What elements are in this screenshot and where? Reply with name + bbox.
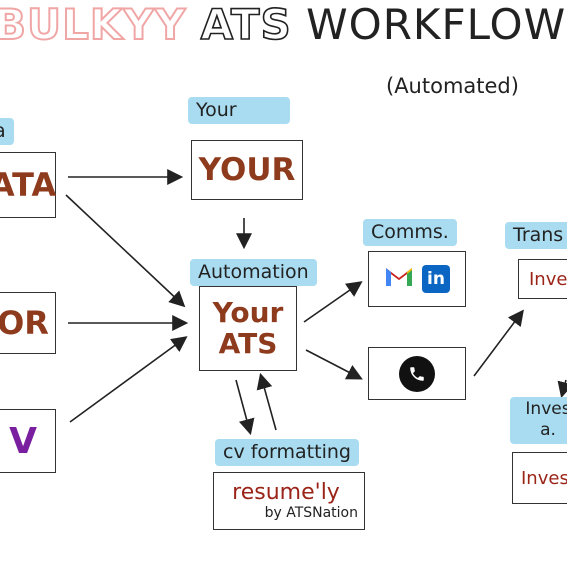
arrow-ats-to-resumely xyxy=(235,379,255,436)
label-your: Your xyxy=(188,97,290,124)
label-cv-formatting: cv formatting xyxy=(215,439,359,466)
title-bulkyy: BULKYY xyxy=(0,0,187,49)
page-title: BULKYY ATS WORKFLOW xyxy=(0,3,566,47)
arrow-ata-to-ats xyxy=(65,194,186,308)
title-ats: ATS xyxy=(200,0,292,49)
resumely-name: resume'ly xyxy=(232,479,340,505)
box-left-or: OR xyxy=(0,292,56,354)
box-left-ata: ATA xyxy=(0,152,56,218)
arrow-resumely-to-ats xyxy=(256,372,277,431)
box-resumely: resume'ly by ATSNation xyxy=(213,472,365,530)
label-comms: Comms. xyxy=(363,219,457,246)
arrow-phone-to-trans xyxy=(473,309,524,377)
box-your-ats: Your ATS xyxy=(199,286,297,371)
box-left-v: V xyxy=(0,409,56,473)
arrow-ats-to-phone xyxy=(305,349,363,380)
arrow-ats-to-comms xyxy=(303,281,363,323)
box-inve: Inve xyxy=(518,259,567,299)
box-your: YOUR xyxy=(191,140,303,200)
box-comms[interactable]: in xyxy=(368,251,466,307)
label-trans: Trans xyxy=(505,222,567,249)
label-automation: Automation xyxy=(190,259,317,286)
title-workflow: WORKFLOW xyxy=(306,0,567,49)
label-left-top: a xyxy=(0,118,14,145)
resumely-by: by ATSNation xyxy=(264,504,358,521)
arrow-into-inves xyxy=(557,379,567,399)
box-inves: Inves xyxy=(512,452,567,504)
gmail-icon xyxy=(384,264,414,294)
label-inves-a: Inves a. xyxy=(510,397,567,444)
box-phone[interactable] xyxy=(368,347,466,400)
phone-icon xyxy=(399,355,435,392)
linkedin-icon: in xyxy=(422,265,450,293)
arrow-v-to-ats xyxy=(69,336,188,423)
page-subtitle: (Automated) xyxy=(386,74,519,98)
